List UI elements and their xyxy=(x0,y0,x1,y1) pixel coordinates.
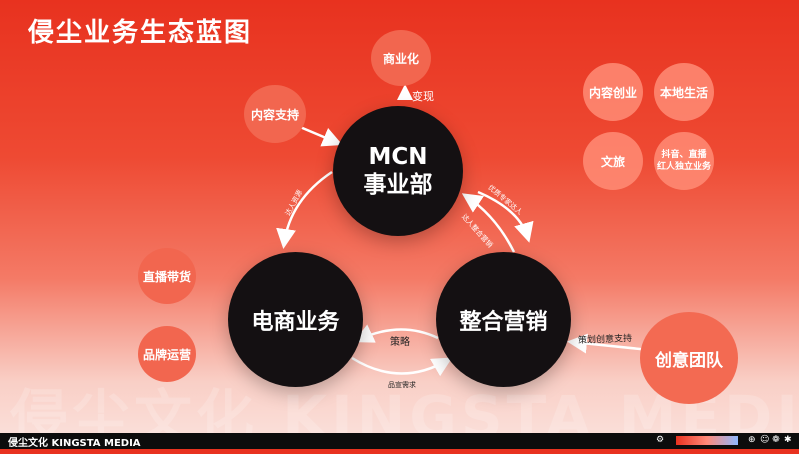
arrow-product-demand xyxy=(351,356,453,377)
footer-gradient-strip xyxy=(676,436,738,445)
marketing-node: 整合营销 xyxy=(436,252,571,387)
satellite-douyin-line2: 红人独立业务 xyxy=(656,162,711,172)
mcn-node-line1: MCN xyxy=(368,144,428,170)
page-title: 侵尘业务生态蓝图 xyxy=(28,18,253,48)
arrow-marketing-to-mcn xyxy=(461,193,516,253)
smile-icon: ☺ xyxy=(760,435,770,445)
ecommerce-node: 电商业务 xyxy=(228,252,363,387)
edge-label-creative-support: 策划创意支持 xyxy=(577,334,633,346)
satellite-douyin: 抖音、直播 红人独立业务 xyxy=(654,132,714,190)
arrow-content-support xyxy=(299,125,343,147)
gear-icon: ⚙ xyxy=(656,435,665,445)
arrow-mcn-to-marketing xyxy=(477,190,534,243)
satellite-brand-ops: 品牌运营 xyxy=(138,326,196,382)
flower-icon: ❁ xyxy=(772,435,780,445)
satellite-culture-travel: 文旅 xyxy=(583,132,643,190)
arrow-creative-support xyxy=(567,333,651,354)
marketing-node-label: 整合营销 xyxy=(459,309,548,335)
footer-bar: 侵尘文化 KINGSTA MEDIA ⚙ ⊕ ☺ ❁ ✱ xyxy=(0,433,799,449)
footer-brand: 侵尘文化 KINGSTA MEDIA xyxy=(8,438,141,449)
mcn-node: MCN 事业部 xyxy=(333,106,463,236)
satellite-commercialization: 商业化 xyxy=(371,30,431,86)
edge-label-monetize: 变现 xyxy=(412,90,434,103)
satellite-douyin-line1: 抖音、直播 xyxy=(661,150,707,160)
edge-label-strategy: 策略 xyxy=(390,337,410,348)
ecommerce-node-label: 电商业务 xyxy=(251,309,340,335)
satellite-content-support: 内容支持 xyxy=(244,85,306,143)
satellite-creative-team: 创意团队 xyxy=(640,312,738,404)
satellite-content-startup: 内容创业 xyxy=(583,63,643,121)
star-icon: ✱ xyxy=(784,435,792,445)
edge-label-product-demand: 品宣需求 xyxy=(388,381,416,389)
globe-icon: ⊕ xyxy=(748,435,756,445)
arrow-strategy xyxy=(353,324,439,343)
satellite-live-selling: 直播带货 xyxy=(138,248,196,304)
mcn-node-line2: 事业部 xyxy=(363,172,433,198)
arrow-mcn-to-ecommerce xyxy=(276,170,333,249)
satellite-local-life: 本地生活 xyxy=(654,63,714,121)
